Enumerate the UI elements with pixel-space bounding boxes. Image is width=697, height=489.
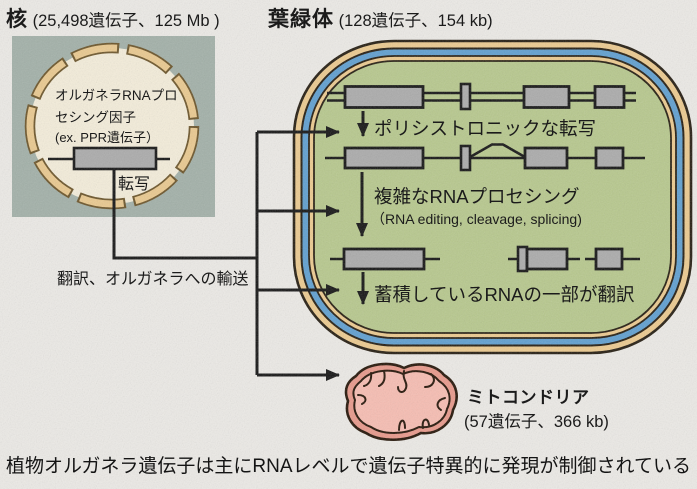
gene-box [523, 146, 569, 170]
gene-box-narrow [459, 144, 472, 172]
transport-label: 翻訳、オルガネラへの輸送 [57, 271, 249, 288]
step-rna-processing: 複雑なRNAプロセシング [374, 186, 580, 207]
rna-processing-factor-label-line1: オルガネラRNAプロ [55, 88, 178, 103]
summary-statement: 植物オルガネラ遺伝子は主にRNAレベルで遺伝子特異的に発現が制御されている [6, 456, 691, 477]
mitochondria-title-stats: (57遺伝子、366 kb) [464, 413, 609, 431]
gene-box [525, 247, 569, 271]
step-polycistronic-transcription: ポリシストロニックな転写 [374, 118, 597, 139]
rna-processing-factor-label-line3: (ex. PPR遺伝子） [55, 130, 160, 145]
mitochondria-illustration [344, 362, 458, 442]
chloroplast-title-name: 葉緑体 [268, 8, 334, 31]
gene-box [594, 247, 624, 271]
gene-box [522, 85, 571, 109]
gene-box [343, 85, 425, 109]
nucleus-illustration [24, 42, 200, 210]
gene-box [594, 146, 625, 170]
rna-processing-factor-label-line2: セシング因子 [55, 110, 136, 125]
gene-box [342, 247, 426, 271]
transcription-label: 転写 [118, 176, 151, 193]
step-partial-translation: 蓄積しているRNAの一部が翻訳 [374, 284, 635, 305]
gene-box-narrow [459, 82, 472, 111]
chloroplast-title: 葉緑体 (128遺伝子、154 kb) [268, 8, 493, 32]
mitochondria-matrix [352, 369, 451, 434]
nucleus-title-name: 核 [6, 8, 28, 31]
nucleus-title: 核 (25,498遺伝子、125 Mb ) [6, 8, 220, 32]
nucleus-title-stats: (25,498遺伝子、125 Mb ) [32, 12, 220, 30]
gene-box [593, 85, 626, 109]
chloroplast-title-stats: (128遺伝子、154 kb) [338, 12, 493, 30]
step-rna-processing-detail: （RNA editing, cleavage, splicing) [371, 211, 582, 227]
mitochondria-title-name: ミトコンドリア [467, 388, 590, 407]
gene-box [72, 146, 158, 171]
gene-box [343, 146, 425, 170]
